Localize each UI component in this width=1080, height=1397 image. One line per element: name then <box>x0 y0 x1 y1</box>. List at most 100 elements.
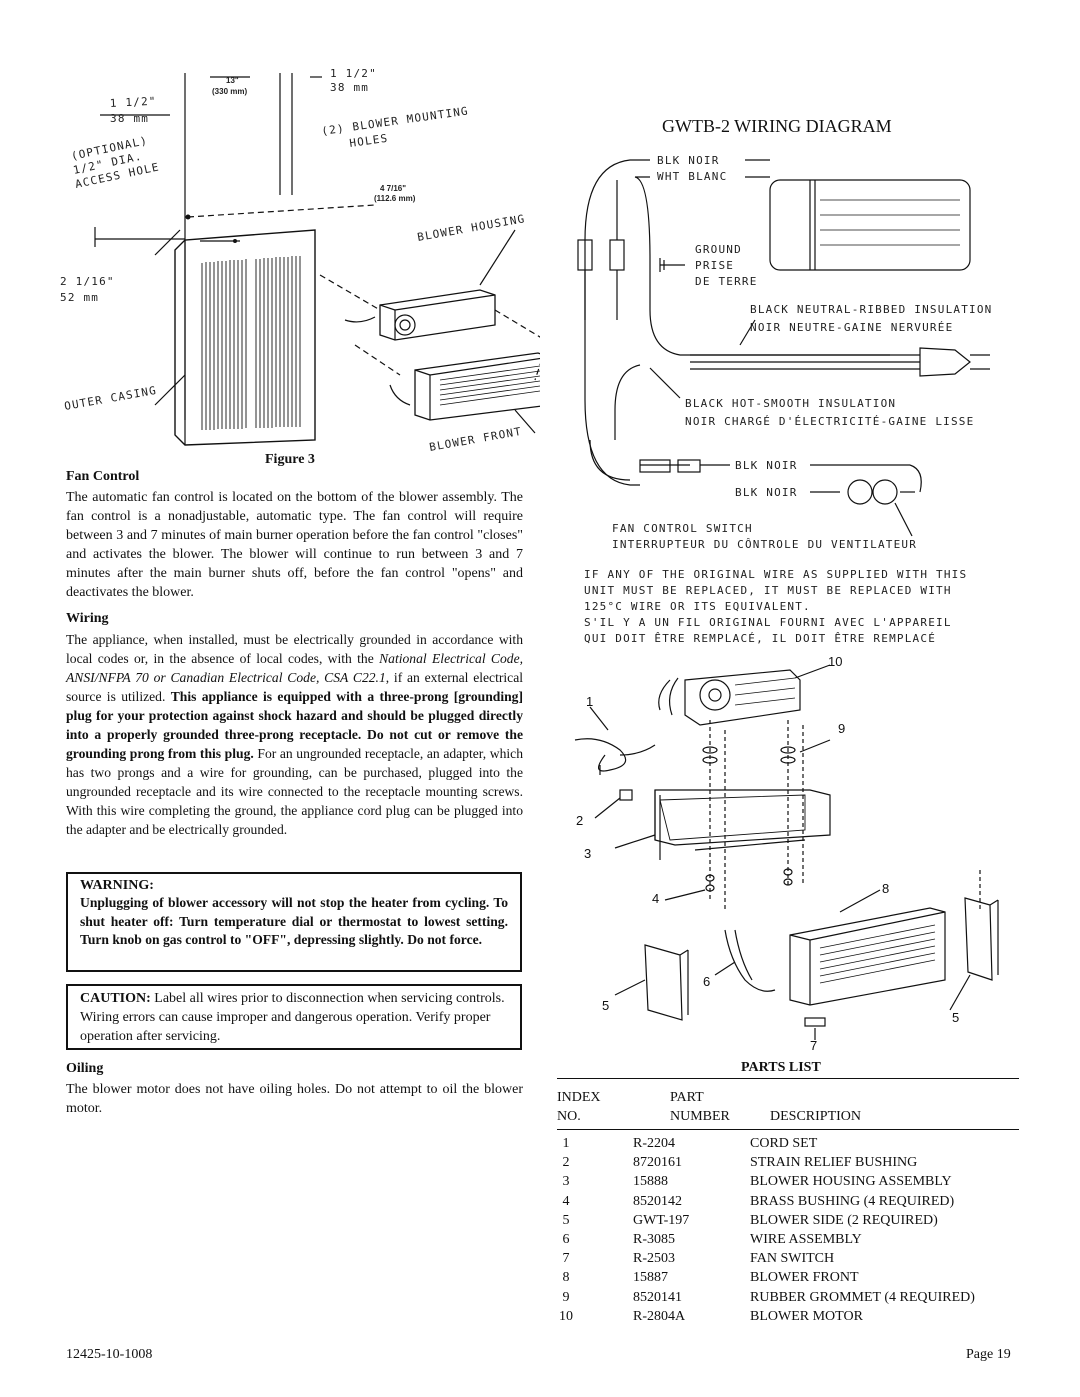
label-ground-2: PRISE <box>695 259 734 272</box>
mount-holes-label-2: HOLES <box>349 132 390 150</box>
dim-left-in: 1 1/2" <box>109 95 157 110</box>
fan-control-heading: Fan Control <box>66 469 140 484</box>
caution-box: CAUTION: Label all wires prior to discon… <box>66 984 522 1050</box>
callout-9: 9 <box>838 721 845 736</box>
parts-description-cell: STRAIN RELIEF BUSHING <box>750 1155 918 1171</box>
figure-3-caption: Figure 3 <box>265 452 315 467</box>
dim-height-in: 4 7/16" <box>380 184 406 193</box>
table-row: 5 GWT-197 BLOWER SIDE (2 REQUIRED) <box>557 1213 1019 1232</box>
caution-text: Label all wires prior to disconnection w… <box>80 991 505 1044</box>
label-blk-noir-top: BLK NOIR <box>657 154 720 167</box>
warning-title: WARNING: <box>80 878 154 893</box>
callout-1: 1 <box>586 694 593 709</box>
label-blk-noir-mid: BLK NOIR <box>735 459 798 472</box>
parts-number-cell: 8720161 <box>633 1155 682 1171</box>
parts-description-cell: BLOWER HOUSING ASSEMBLY <box>750 1174 952 1190</box>
blower-front-label: BLOWER FRONT <box>428 425 523 454</box>
label-ground-1: GROUND <box>695 243 742 256</box>
figure-3-drawing: 13" (330 mm) 1 1/2" 38 mm 1 1/2" 38 mm (… <box>60 67 540 454</box>
parts-number-cell: 15888 <box>633 1174 668 1190</box>
dim-13in: 13" <box>226 76 239 85</box>
callout-10: 10 <box>828 654 842 669</box>
header-index-2: NO. <box>557 1109 581 1124</box>
mount-holes-label-1: (2) BLOWER MOUNTING <box>321 104 470 138</box>
callout-7: 7 <box>810 1038 817 1053</box>
exploded-parts-view: 1 2 3 4 5 6 7 8 9 10 5 <box>574 654 999 1053</box>
parts-list-header-rule <box>557 1129 1019 1130</box>
parts-number-cell: 15887 <box>633 1270 668 1286</box>
warning-box: WARNING: Unplugging of blower accessory … <box>66 872 522 972</box>
label-fan-switch-2: INTERRUPTEUR DU CÔNTROLE DU VENTILATEUR <box>612 538 917 551</box>
label-black-hot-1: BLACK HOT-SMOOTH INSULATION <box>685 397 896 410</box>
parts-number-cell: R-2804A <box>633 1308 686 1324</box>
wiring-heading: Wiring <box>66 611 109 626</box>
wire-notice-1: IF ANY OF THE ORIGINAL WIRE AS SUPPLIED … <box>584 568 967 581</box>
dim-bottom-in: 2 1/16" <box>60 275 115 288</box>
callout-6: 6 <box>703 974 710 989</box>
parts-number-cell: R-3085 <box>633 1231 675 1247</box>
parts-description-cell: RUBBER GROMMET (4 REQUIRED) <box>750 1289 975 1305</box>
fan-control-text: The automatic fan control is located on … <box>66 490 523 600</box>
dim-bottom-mm: 52 mm <box>60 291 99 304</box>
label-wht-blanc: WHT BLANC <box>657 170 727 183</box>
table-row: 9 8520141 RUBBER GROMMET (4 REQUIRED) <box>557 1290 1019 1309</box>
parts-index-cell: 8 <box>562 1270 570 1286</box>
page-number: Page 19 <box>966 1347 1011 1362</box>
outer-casing-label: OUTER CASING <box>63 384 158 413</box>
parts-description-cell: BLOWER FRONT <box>750 1270 859 1286</box>
parts-description-cell: BLOWER SIDE (2 REQUIRED) <box>750 1212 938 1228</box>
callout-3: 3 <box>584 846 591 861</box>
header-part-1: PART <box>670 1090 704 1105</box>
parts-description-cell: WIRE ASSEMBLY <box>750 1231 862 1247</box>
header-index-1: INDEX <box>557 1090 601 1105</box>
parts-number-cell: GWT-197 <box>633 1212 690 1228</box>
callout-8: 8 <box>882 881 889 896</box>
parts-index-cell: 4 <box>562 1193 570 1209</box>
oiling-text: The blower motor does not have oiling ho… <box>66 1082 523 1116</box>
wiring-diagram-title: GWTB-2 WIRING DIAGRAM <box>662 116 892 136</box>
parts-list-title: PARTS LIST <box>741 1060 821 1075</box>
label-black-neutral-2: NOIR NEUTRE-GAINE NERVURÉE <box>750 321 953 334</box>
dim-right-in: 1 1/2" <box>330 67 377 80</box>
parts-number-cell: R-2503 <box>633 1251 675 1267</box>
dim-330mm: (330 mm) <box>212 87 247 96</box>
header-part-2: NUMBER <box>670 1109 730 1124</box>
callout-4: 4 <box>652 891 659 906</box>
callout-5-left: 5 <box>602 998 609 1013</box>
parts-description-cell: CORD SET <box>750 1136 818 1151</box>
caution-label: CAUTION: <box>80 991 151 1006</box>
callout-5-right: 5 <box>952 1010 959 1025</box>
parts-index-cell: 7 <box>562 1251 570 1267</box>
parts-number-cell: R-2204 <box>633 1136 675 1151</box>
table-row: 8 15887 BLOWER FRONT <box>557 1270 1019 1289</box>
parts-description-cell: BLOWER MOTOR <box>750 1308 863 1324</box>
doc-number: 12425-10-1008 <box>66 1347 153 1362</box>
parts-index-cell: 1 <box>562 1136 570 1151</box>
blower-housing-label: BLOWER HOUSING <box>416 212 526 244</box>
warning-text: Unplugging of blower accessory will not … <box>80 895 508 947</box>
label-black-hot-2: NOIR CHARGÉ D'ÉLECTRICITÉ-GAINE LISSE <box>685 415 974 428</box>
parts-index-cell: 9 <box>562 1289 570 1305</box>
label-black-neutral-1: BLACK NEUTRAL-RIBBED INSULATION <box>750 303 993 316</box>
parts-number-cell: 8520141 <box>633 1289 682 1305</box>
label-blk-noir-bottom: BLK NOIR <box>735 486 798 499</box>
label-ground-3: DE TERRE <box>695 275 758 288</box>
wire-notice-3: 125°C WIRE OR ITS EQUIVALENT. <box>584 600 811 613</box>
wire-notice-2: UNIT MUST BE REPLACED, IT MUST BE REPLAC… <box>584 584 952 597</box>
parts-number-cell: 8520142 <box>633 1193 682 1209</box>
callout-2: 2 <box>576 813 583 828</box>
dim-right-mm: 38 mm <box>330 81 369 94</box>
dim-left-mm: 38 mm <box>110 112 149 125</box>
parts-index-cell: 5 <box>562 1212 570 1228</box>
wiring-diagram: BLK NOIR WHT BLANC GROUND PRISE DE TERRE… <box>577 154 993 645</box>
wiring-text: The appliance, when installed, must be e… <box>66 632 524 837</box>
wire-notice-4: S'IL Y A UN FIL ORIGINAL FOURNI AVEC L'A… <box>584 616 952 629</box>
table-row: 1 R-2204 CORD SET <box>557 1136 1019 1155</box>
label-fan-switch-1: FAN CONTROL SWITCH <box>612 522 753 535</box>
